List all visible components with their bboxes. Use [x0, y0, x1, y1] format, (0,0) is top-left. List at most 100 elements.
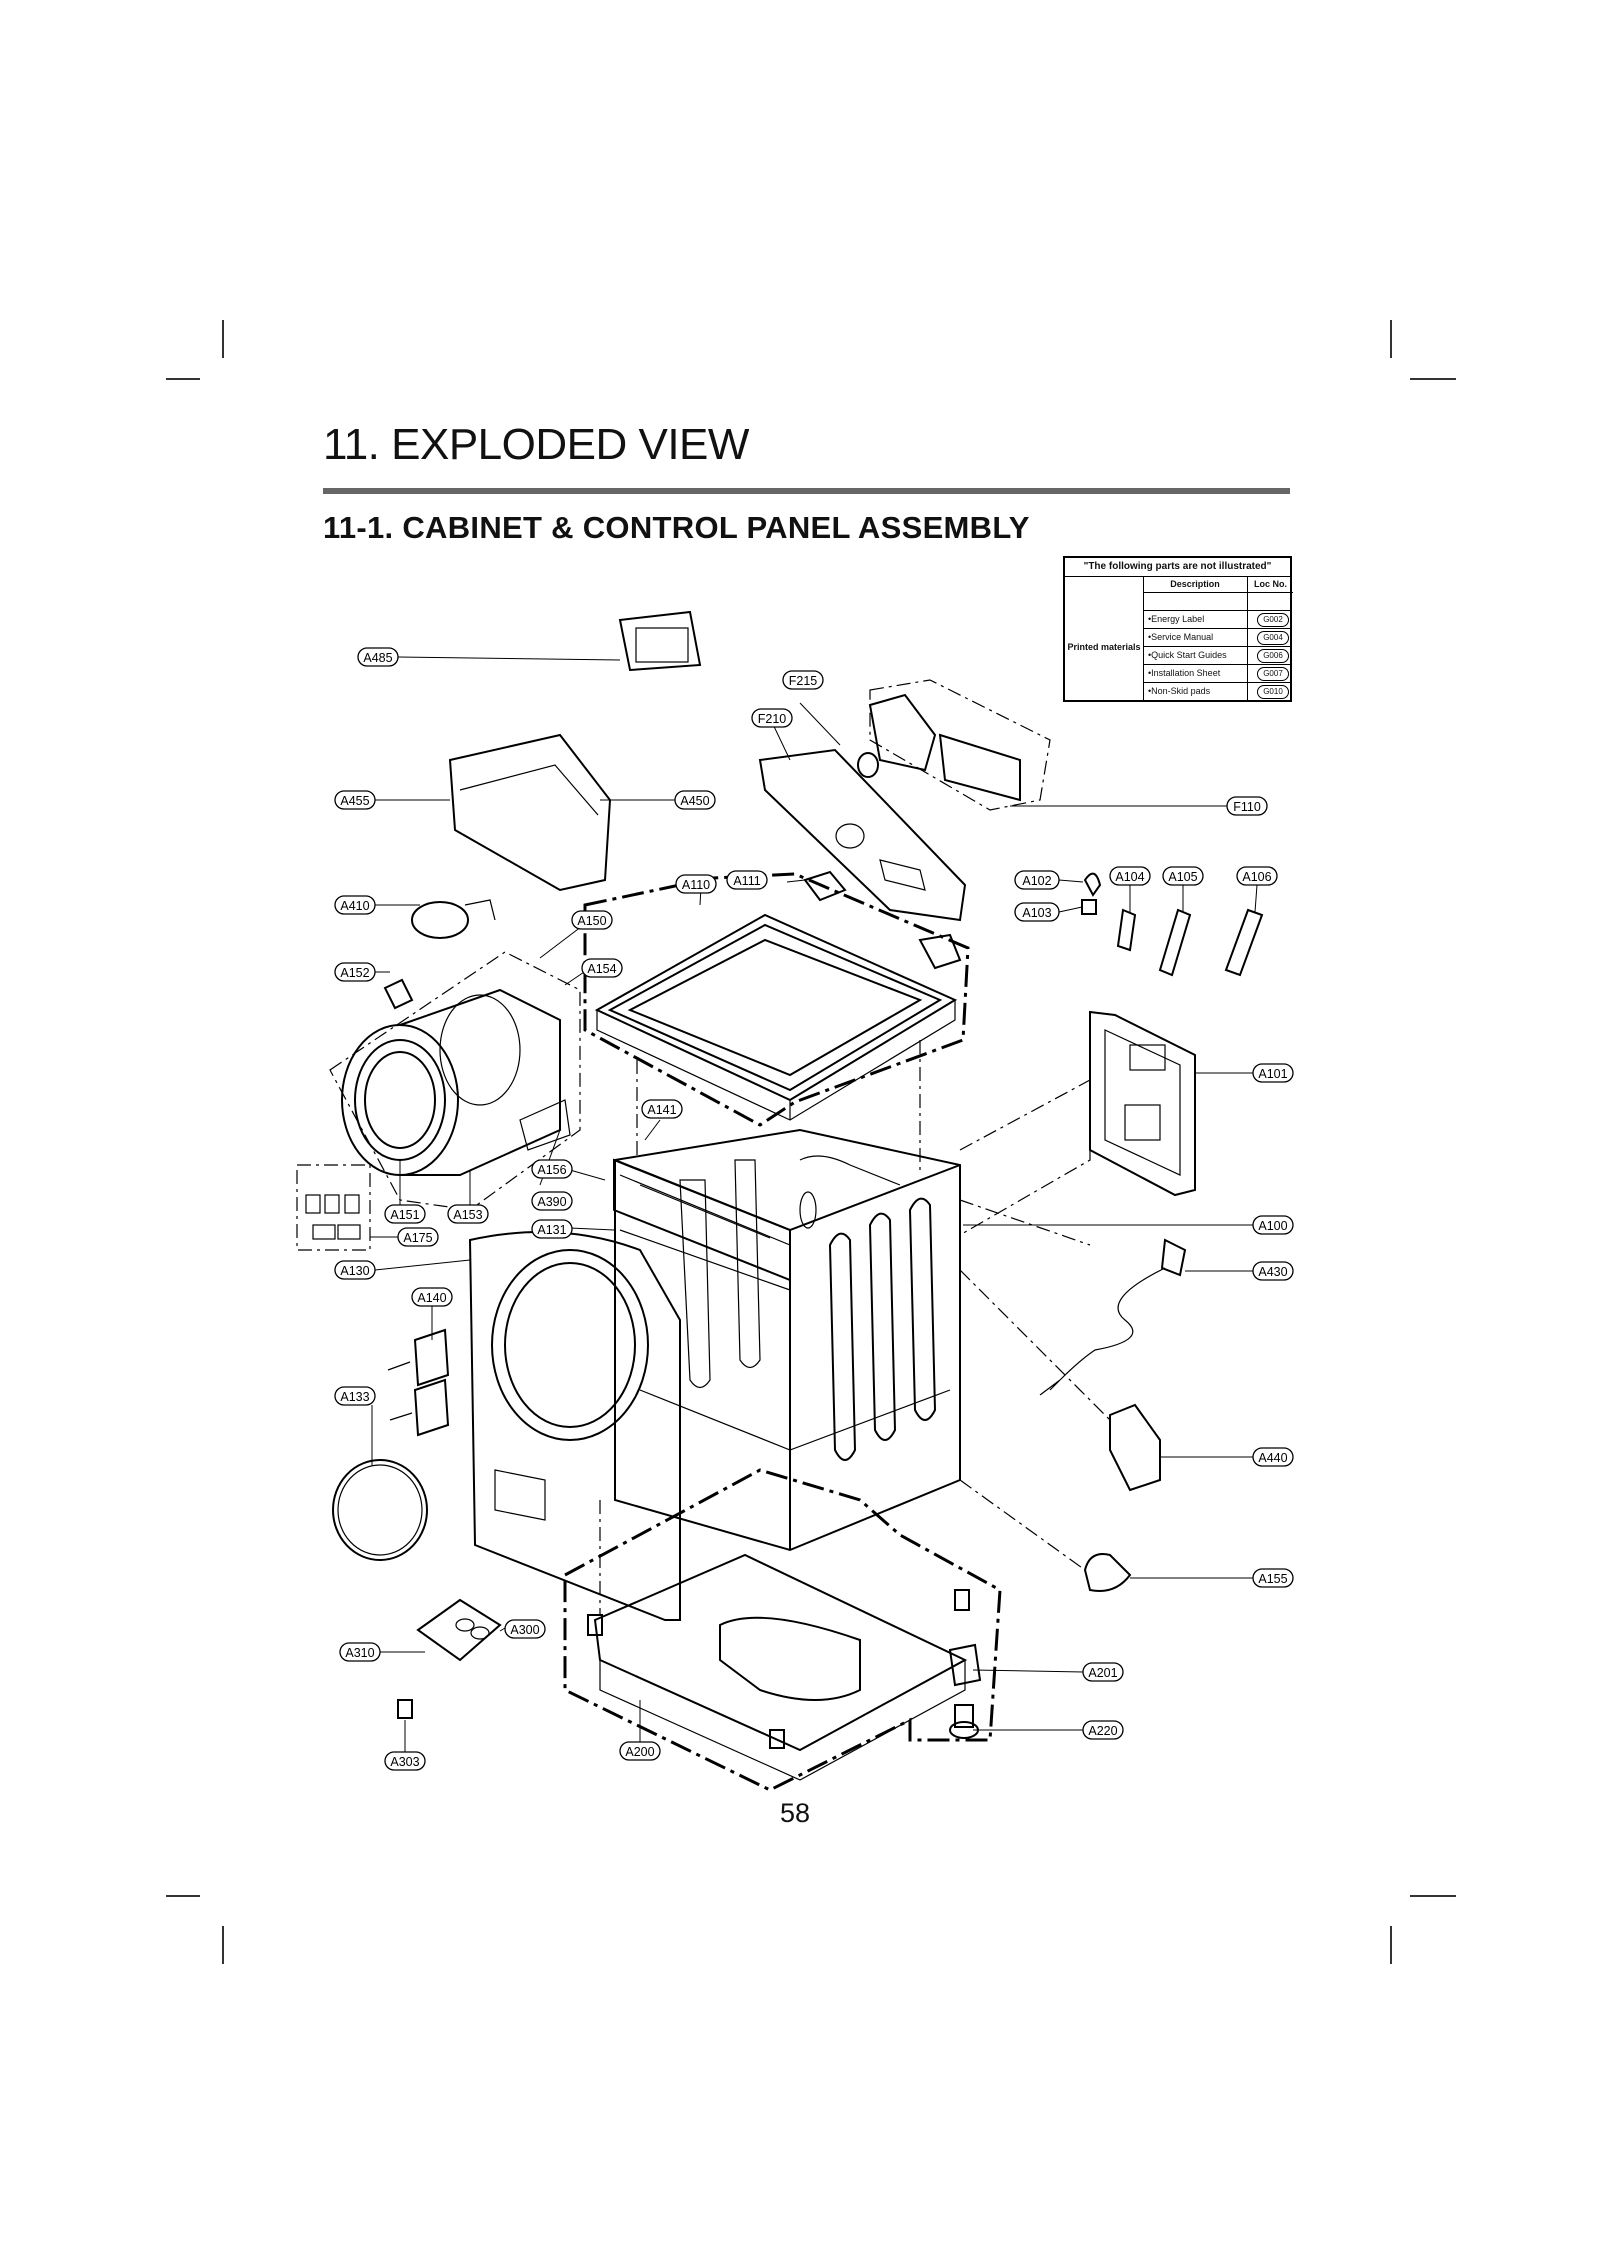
callout-label: A410 [340, 899, 369, 913]
knob-a155 [1083, 1553, 1132, 1592]
table-header: "The following parts are not illustrated… [1065, 558, 1290, 577]
callout-a440: A440 [1252, 1447, 1294, 1467]
callout-label: F110 [1233, 800, 1261, 814]
row-description: •Energy Label [1148, 614, 1205, 624]
callout-a154: A154 [581, 958, 623, 978]
table-divider [1143, 576, 1144, 702]
crop-mark-top-right-horizontal [1410, 378, 1456, 380]
callout-label: A150 [577, 914, 606, 928]
callout-label: A155 [1258, 1572, 1287, 1586]
display-a485 [618, 610, 702, 672]
callout-label: A102 [1022, 874, 1051, 888]
crop-mark-bottom-left-vertical [222, 1926, 224, 1964]
table-row: •Service Manual G004 [1144, 628, 1292, 646]
callout-label: A455 [340, 794, 369, 808]
callout-label: A200 [625, 1745, 654, 1759]
callout-label: A110 [682, 878, 710, 892]
callout-label: F210 [758, 712, 787, 726]
callout-label: A106 [1242, 870, 1271, 884]
callout-label: F215 [789, 674, 818, 688]
row-loc: G004 [1257, 631, 1289, 645]
callout-a110: A110 [675, 874, 717, 894]
callout-f110: F110 [1226, 796, 1268, 816]
table-row: •Installation Sheet G007 [1144, 664, 1292, 682]
crop-mark-bottom-right-horizontal [1410, 1895, 1456, 1897]
callout-a200: A200 [619, 1741, 661, 1761]
pin-a303 [397, 1699, 413, 1719]
control-pcb-f215 [857, 679, 1051, 811]
section-title: 11. EXPLODED VIEW [323, 420, 749, 469]
callout-label: A201 [1088, 1666, 1117, 1680]
clamp-ring-a133 [332, 1459, 428, 1561]
callout-f210: F210 [751, 708, 793, 728]
subsection-title: 11-1. CABINET & CONTROL PANEL ASSEMBLY [323, 510, 1030, 545]
callout-a410: A410 [334, 895, 376, 915]
callout-a175: A175 [397, 1227, 439, 1247]
callout-a220: A220 [1082, 1720, 1124, 1740]
callout-label: A300 [510, 1623, 539, 1637]
foot-a220 [949, 1704, 979, 1739]
row-description: •Non-Skid pads [1148, 686, 1211, 696]
front-frame-a390 [613, 1158, 791, 1282]
title-rule [323, 488, 1290, 494]
callout-label: A131 [537, 1223, 566, 1237]
pump-a410 [411, 899, 496, 939]
callout-label: A104 [1115, 870, 1144, 884]
callout-label: A105 [1168, 870, 1197, 884]
row-loc: G006 [1257, 649, 1289, 663]
door-hinge-a140 [387, 1328, 450, 1437]
cabinet-part [614, 1128, 961, 1552]
callout-a450: A450 [674, 790, 716, 810]
callout-label: A133 [340, 1390, 369, 1404]
callout-f215: F215 [782, 670, 824, 690]
callout-a390: A390 [531, 1191, 573, 1211]
row-description: •Quick Start Guides [1148, 650, 1227, 660]
callout-a153: A153 [447, 1204, 489, 1224]
control-panel-part [758, 748, 967, 922]
callout-a152: A152 [334, 962, 376, 982]
crop-mark-bottom-right-vertical [1390, 1926, 1392, 1964]
callout-label: A141 [647, 1103, 676, 1117]
callout-a155: A155 [1252, 1568, 1294, 1588]
callout-a151: A151 [384, 1204, 426, 1224]
column-header-loc-no: Loc No. [1247, 576, 1293, 593]
callout-a310: A310 [339, 1642, 381, 1662]
callout-a106: A106 [1236, 866, 1278, 886]
callout-label: A310 [345, 1646, 374, 1660]
row-loc: G010 [1257, 685, 1289, 699]
callout-label: A430 [1258, 1265, 1287, 1279]
callout-label: A153 [453, 1208, 482, 1222]
main-pcb-a450 [448, 733, 612, 892]
power-cord-a430 [1039, 1238, 1187, 1396]
callout-a140: A140 [411, 1287, 453, 1307]
callout-label: A154 [587, 962, 616, 976]
callout-label: A175 [403, 1231, 432, 1245]
callout-a485: A485 [357, 647, 399, 667]
leader-lines [370, 656, 1258, 1752]
callout-a131: A131 [531, 1219, 573, 1239]
crop-mark-bottom-left-horizontal [166, 1895, 200, 1897]
callout-label: A111 [733, 874, 760, 888]
callout-label: A151 [390, 1208, 419, 1222]
callout-a111: A111 [726, 870, 768, 890]
row-loc: G007 [1257, 667, 1289, 681]
group-label: Printed materials [1067, 642, 1141, 652]
detergent-small-part-a152 [383, 978, 414, 1010]
hinge-set-a175 [296, 1164, 371, 1251]
callout-a201: A201 [1082, 1662, 1124, 1682]
callout-label: A440 [1258, 1451, 1287, 1465]
front-panel-part [468, 1231, 681, 1621]
row-description: •Service Manual [1148, 632, 1214, 642]
callout-label: A152 [340, 966, 369, 980]
callout-label: A485 [363, 651, 392, 665]
top-cover-part [583, 872, 970, 1127]
bracket-a201 [948, 1643, 982, 1687]
row-loc: G002 [1257, 613, 1289, 627]
back-dash-outline [959, 1078, 1091, 1236]
callout-label: A130 [340, 1264, 369, 1278]
callout-label: A101 [1258, 1067, 1287, 1081]
callout-a455: A455 [334, 790, 376, 810]
callout-label: A156 [537, 1163, 566, 1177]
page-number: 58 [780, 1798, 811, 1828]
